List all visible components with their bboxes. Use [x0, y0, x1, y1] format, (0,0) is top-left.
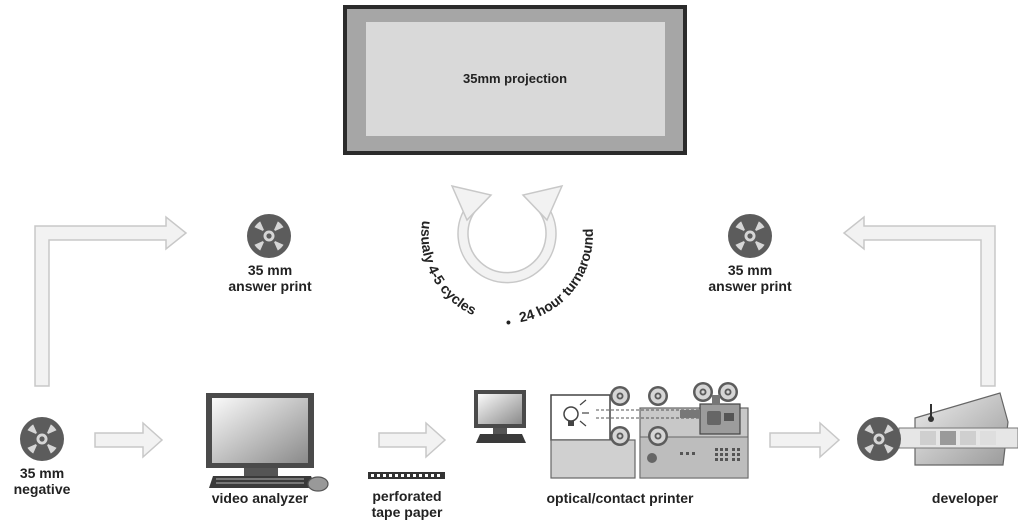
video-analyzer-label: video analyzer [211, 490, 309, 506]
developer-label: developer [931, 490, 999, 506]
answer-print-left-line1: 35 mm [247, 262, 293, 278]
flow-arrow-right-up [842, 215, 996, 387]
negative-line1: 35 mm [19, 465, 65, 481]
film-reel-icon [728, 214, 772, 258]
answer-print-right-line2: answer print [708, 278, 792, 294]
flow-arrow-negative-to-analyzer [94, 421, 164, 459]
film-reel-icon [247, 214, 291, 258]
answer-print-right-label: 35 mm answer print [695, 262, 805, 294]
flow-arrow-printer-to-developer [769, 421, 841, 459]
developer-machine-icon [857, 392, 1018, 466]
tape-paper-line2: tape paper [371, 504, 443, 520]
answer-print-left-label: 35 mm answer print [215, 262, 325, 294]
film-reel-icon [20, 417, 64, 461]
flow-arrow-left-up [34, 215, 188, 387]
tape-paper-line1: perforated [372, 488, 442, 504]
answer-print-left-line2: answer print [228, 278, 312, 294]
negative-line2: negative [13, 481, 71, 497]
negative-label: 35 mm negative [2, 465, 82, 497]
screen-title: 35mm projection [462, 71, 568, 86]
answer-print-right-line1: 35 mm [727, 262, 773, 278]
perforated-tape-icon [368, 472, 445, 479]
flow-arrow-tape-to-printer [378, 421, 447, 459]
tape-paper-label: perforated tape paper [357, 488, 457, 520]
cycle-arrow [450, 184, 564, 284]
optical-printer-icon [474, 382, 749, 479]
video-analyzer-monitor-icon [206, 393, 329, 492]
printer-label: optical/contact printer [546, 490, 694, 506]
projection-screen [343, 5, 687, 155]
